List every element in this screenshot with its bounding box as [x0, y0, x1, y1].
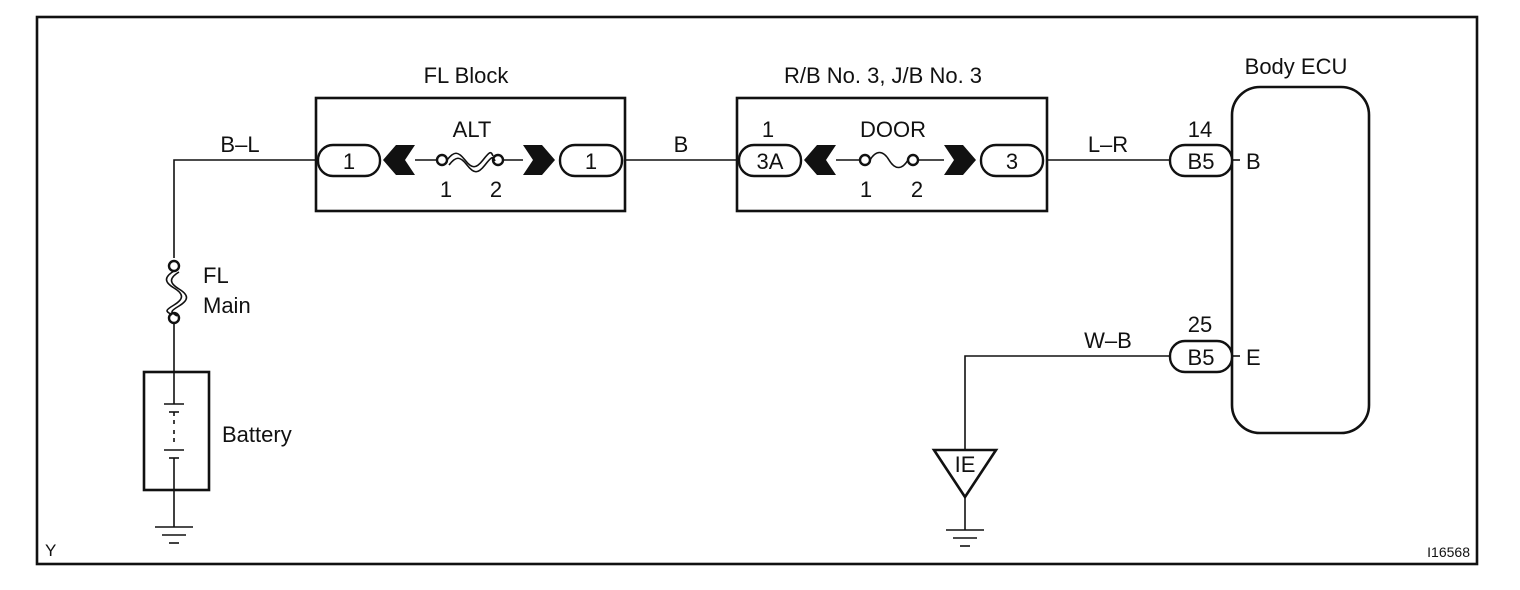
battery-label: Battery [222, 422, 292, 447]
alt-fuse-label: ALT [453, 117, 492, 142]
fl-main-fuse: FL Main [165, 259, 251, 325]
wire-label-b-l: B–L [220, 132, 259, 157]
door-fuse-label: DOOR [860, 117, 926, 142]
battery: Battery [142, 370, 292, 492]
fl-block-right-chevron [523, 145, 555, 175]
ground-point-triangle [931, 448, 999, 500]
fl-block-title: FL Block [424, 63, 510, 88]
fl-main-label-line1: FL [203, 263, 229, 288]
ground-point-label: IE [955, 452, 976, 477]
fl-main-fuse-top-pin [167, 259, 181, 273]
alt-fuse-pin-2 [491, 153, 505, 167]
relay-block-left-pin-number: 1 [762, 117, 774, 142]
fl-block-left-chevron [383, 145, 415, 175]
fl-block-right-connector-label: 1 [585, 149, 597, 174]
fl-block-left-connector [316, 143, 382, 178]
alt-fuse-pin-2-label: 2 [490, 177, 502, 202]
figure-id: I16568 [1427, 544, 1470, 560]
relay-block-right-chevron [944, 145, 976, 175]
ecu-terminal-b: B [1246, 149, 1261, 174]
ecu-connector-b5-upper [1168, 143, 1234, 178]
relay-block-title: R/B No. 3, J/B No. 3 [784, 63, 982, 88]
ecu-connector-b5-lower [1168, 339, 1234, 374]
relay-block-left-chevron [804, 145, 836, 175]
fl-block: FL Block 1 1 ALT 1 2 [314, 63, 627, 213]
ground-point-ie: IE [931, 448, 999, 500]
alt-fuse-pin-1-label: 1 [440, 177, 452, 202]
wire-b-l [173, 159, 316, 258]
door-fuse-pin-2 [906, 153, 920, 167]
wire-label-b: B [674, 132, 689, 157]
ecu-ground-icon [946, 529, 984, 547]
door-fuse-pin-1-label: 1 [860, 177, 872, 202]
battery-ground-icon [155, 526, 193, 544]
ecu-connector-b5-lower-label: B5 [1188, 345, 1215, 370]
fl-block-left-connector-label: 1 [343, 149, 355, 174]
relay-block-box [735, 96, 1049, 213]
door-fuse-pin-2-label: 2 [911, 177, 923, 202]
alt-fuse-element [446, 151, 494, 168]
relay-block-left-connector-label: 3A [757, 149, 784, 174]
ecu-pin-14: 14 [1188, 117, 1212, 142]
relay-block: R/B No. 3, J/B No. 3 1 3A 3 DOOR 1 2 [735, 63, 1049, 213]
wire-label-l-r: L–R [1088, 132, 1128, 157]
relay-block-right-connector-label: 3 [1006, 149, 1018, 174]
frame-corner-code: Y [45, 541, 56, 560]
wire-w-b [964, 355, 1170, 450]
body-ecu-box [1230, 85, 1371, 435]
door-fuse-pin-1 [858, 153, 872, 167]
relay-block-right-connector [979, 143, 1045, 178]
wire-label-w-b: W–B [1084, 328, 1132, 353]
ecu-connector-b5-upper-label: B5 [1188, 149, 1215, 174]
ecu-terminal-e: E [1246, 345, 1261, 370]
body-ecu-title: Body ECU [1245, 54, 1348, 79]
fl-block-box [314, 96, 627, 213]
battery-box [142, 370, 211, 492]
fl-main-fuse-element [165, 270, 183, 316]
alt-fuse-pin-1 [435, 153, 449, 167]
ecu-pin-25: 25 [1188, 312, 1212, 337]
wires [173, 159, 1240, 530]
door-fuse-element [869, 151, 909, 169]
diagram-frame [35, 15, 1479, 566]
fl-block-right-connector [558, 143, 624, 178]
relay-block-left-connector [737, 143, 803, 178]
body-ecu: Body ECU 14 B5 B 25 B5 E [1168, 54, 1371, 435]
fl-main-label-line2: Main [203, 293, 251, 318]
